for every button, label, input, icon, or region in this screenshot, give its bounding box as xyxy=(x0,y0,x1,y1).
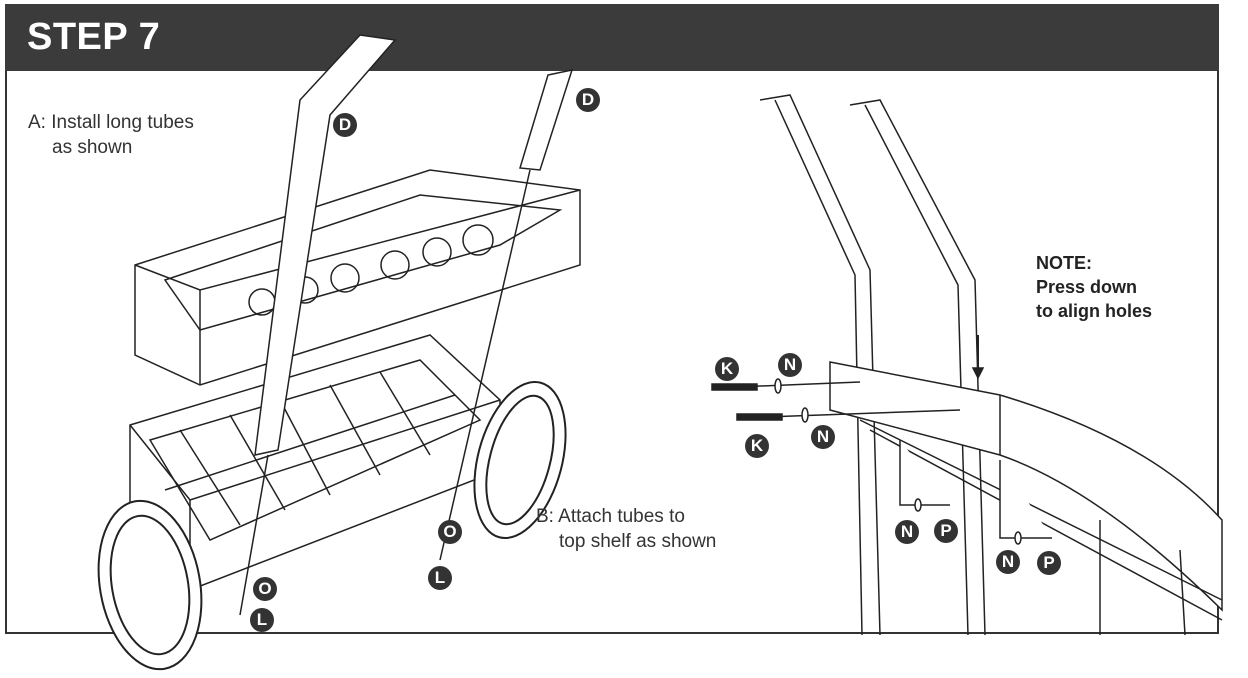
callout-p: P xyxy=(934,519,958,543)
callout-k: K xyxy=(715,357,739,381)
instruction-a-line2: as shown xyxy=(52,137,133,158)
note-line2: to align holes xyxy=(1036,301,1153,321)
long-tubes-drawing xyxy=(239,34,574,616)
step-header xyxy=(5,4,1219,71)
wheels-drawing xyxy=(97,380,567,671)
callout-o: O xyxy=(253,577,277,601)
instruction-b-line2: top shelf as shown xyxy=(559,531,717,552)
callout-n: N xyxy=(895,520,919,544)
callout-n: N xyxy=(811,425,835,449)
callout-p: P xyxy=(1037,551,1061,575)
callout-d: D xyxy=(333,113,357,137)
note-text: NOTE: Press down to align holes xyxy=(1036,251,1152,323)
callout-k: K xyxy=(745,434,769,458)
instruction-b-line1: B: Attach tubes to xyxy=(536,506,685,527)
callout-l: L xyxy=(250,608,274,632)
detail-view-drawing xyxy=(711,94,1223,636)
callout-d: D xyxy=(576,88,600,112)
instruction-a-line1: A: Install long tubes xyxy=(28,112,194,133)
top-shelf-drawing xyxy=(134,169,581,386)
callout-n: N xyxy=(996,550,1020,574)
step-title: STEP 7 xyxy=(27,16,161,58)
instruction-b: B: Attach tubes to top shelf as shown xyxy=(536,504,716,554)
bottom-bin-drawing xyxy=(129,334,501,591)
callout-l: L xyxy=(428,566,452,590)
callout-o: O xyxy=(438,520,462,544)
callout-n: N xyxy=(778,353,802,377)
note-heading: NOTE: xyxy=(1036,253,1092,273)
note-line1: Press down xyxy=(1036,277,1138,297)
instruction-a: A: Install long tubes as shown xyxy=(28,110,194,160)
